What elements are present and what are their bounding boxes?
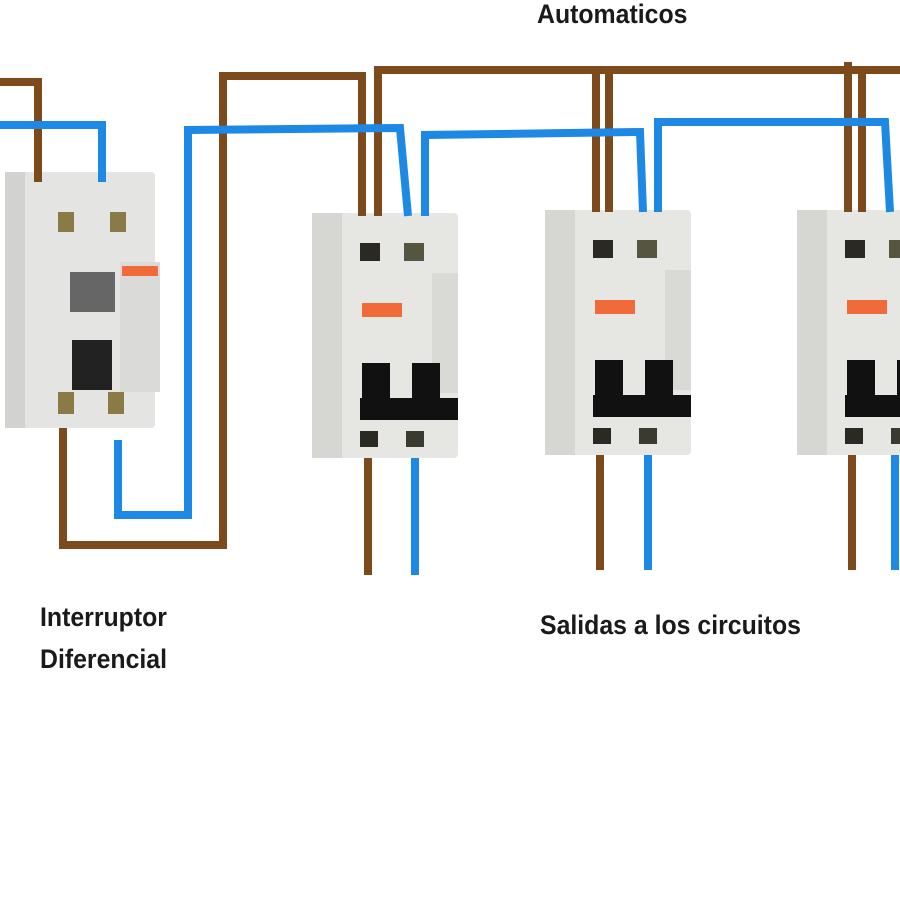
phase-supply-wire bbox=[0, 78, 42, 182]
rcd-label-line-2: Diferencial bbox=[40, 644, 168, 674]
neutral-bus-wire bbox=[421, 127, 647, 216]
output-wires bbox=[364, 455, 899, 575]
neutral-rcd-to-bus-wire bbox=[114, 123, 412, 519]
breaker-2 bbox=[545, 210, 691, 455]
rcd-device bbox=[5, 172, 160, 428]
phase-rcd-to-bus-wire bbox=[59, 72, 366, 549]
breakers-label: Automaticos bbox=[537, 0, 688, 29]
phase-bus-wire bbox=[374, 66, 900, 216]
neutral-bus-wire bbox=[654, 118, 894, 213]
outputs-label: Salidas a los circuitos bbox=[540, 610, 801, 640]
rcd-label-line-1: Interruptor bbox=[40, 602, 167, 632]
breaker-3 bbox=[797, 210, 900, 455]
breaker-1 bbox=[312, 213, 458, 458]
neutral-supply-wire bbox=[0, 121, 106, 182]
